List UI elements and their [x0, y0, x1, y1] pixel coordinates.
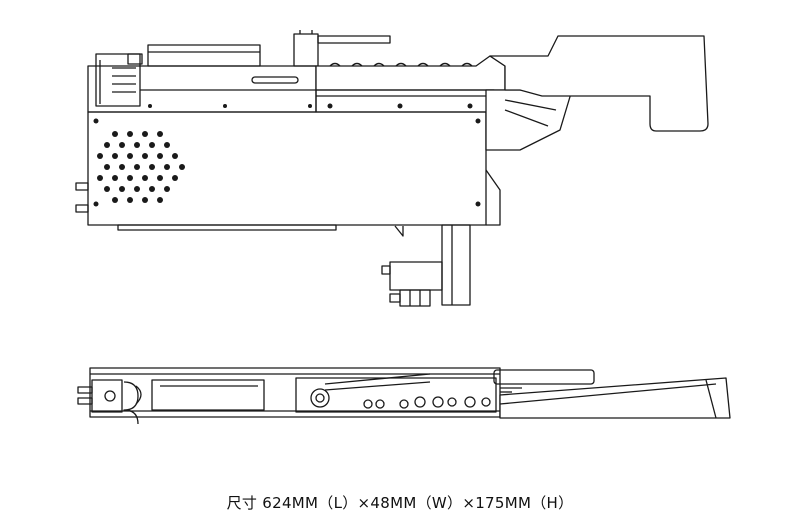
top-sprockets [310, 388, 491, 409]
top-view [77, 367, 731, 425]
side-handle [489, 35, 709, 132]
side-tail-bracket [485, 169, 501, 226]
side-front-chute [485, 89, 573, 151]
side-peg-upper [75, 182, 89, 191]
side-cover-slot [251, 76, 299, 84]
dimension-caption: 尺寸 624MM（L）×48MM（W）×175MM（H） [226, 494, 574, 512]
side-lever-post [293, 33, 319, 67]
top-mid-block [295, 377, 497, 413]
side-top-cover [87, 65, 317, 113]
side-tape-track [315, 55, 506, 91]
top-inner-box [151, 379, 265, 411]
top-spring [123, 381, 139, 425]
side-left-mechanism [95, 53, 141, 107]
side-lever-arm [317, 35, 391, 44]
side-top-block [147, 44, 261, 67]
side-view [75, 30, 709, 307]
side-track-teeth [329, 62, 473, 67]
side-main-body [87, 111, 487, 226]
top-left-connector [91, 379, 123, 413]
side-vent-holes [93, 103, 481, 207]
side-bottom-rail [117, 224, 337, 231]
side-connector-box [389, 261, 443, 291]
side-peg-lower [75, 204, 89, 213]
top-handle [493, 369, 595, 385]
side-connector-post [441, 224, 471, 306]
side-fitting [399, 289, 431, 307]
